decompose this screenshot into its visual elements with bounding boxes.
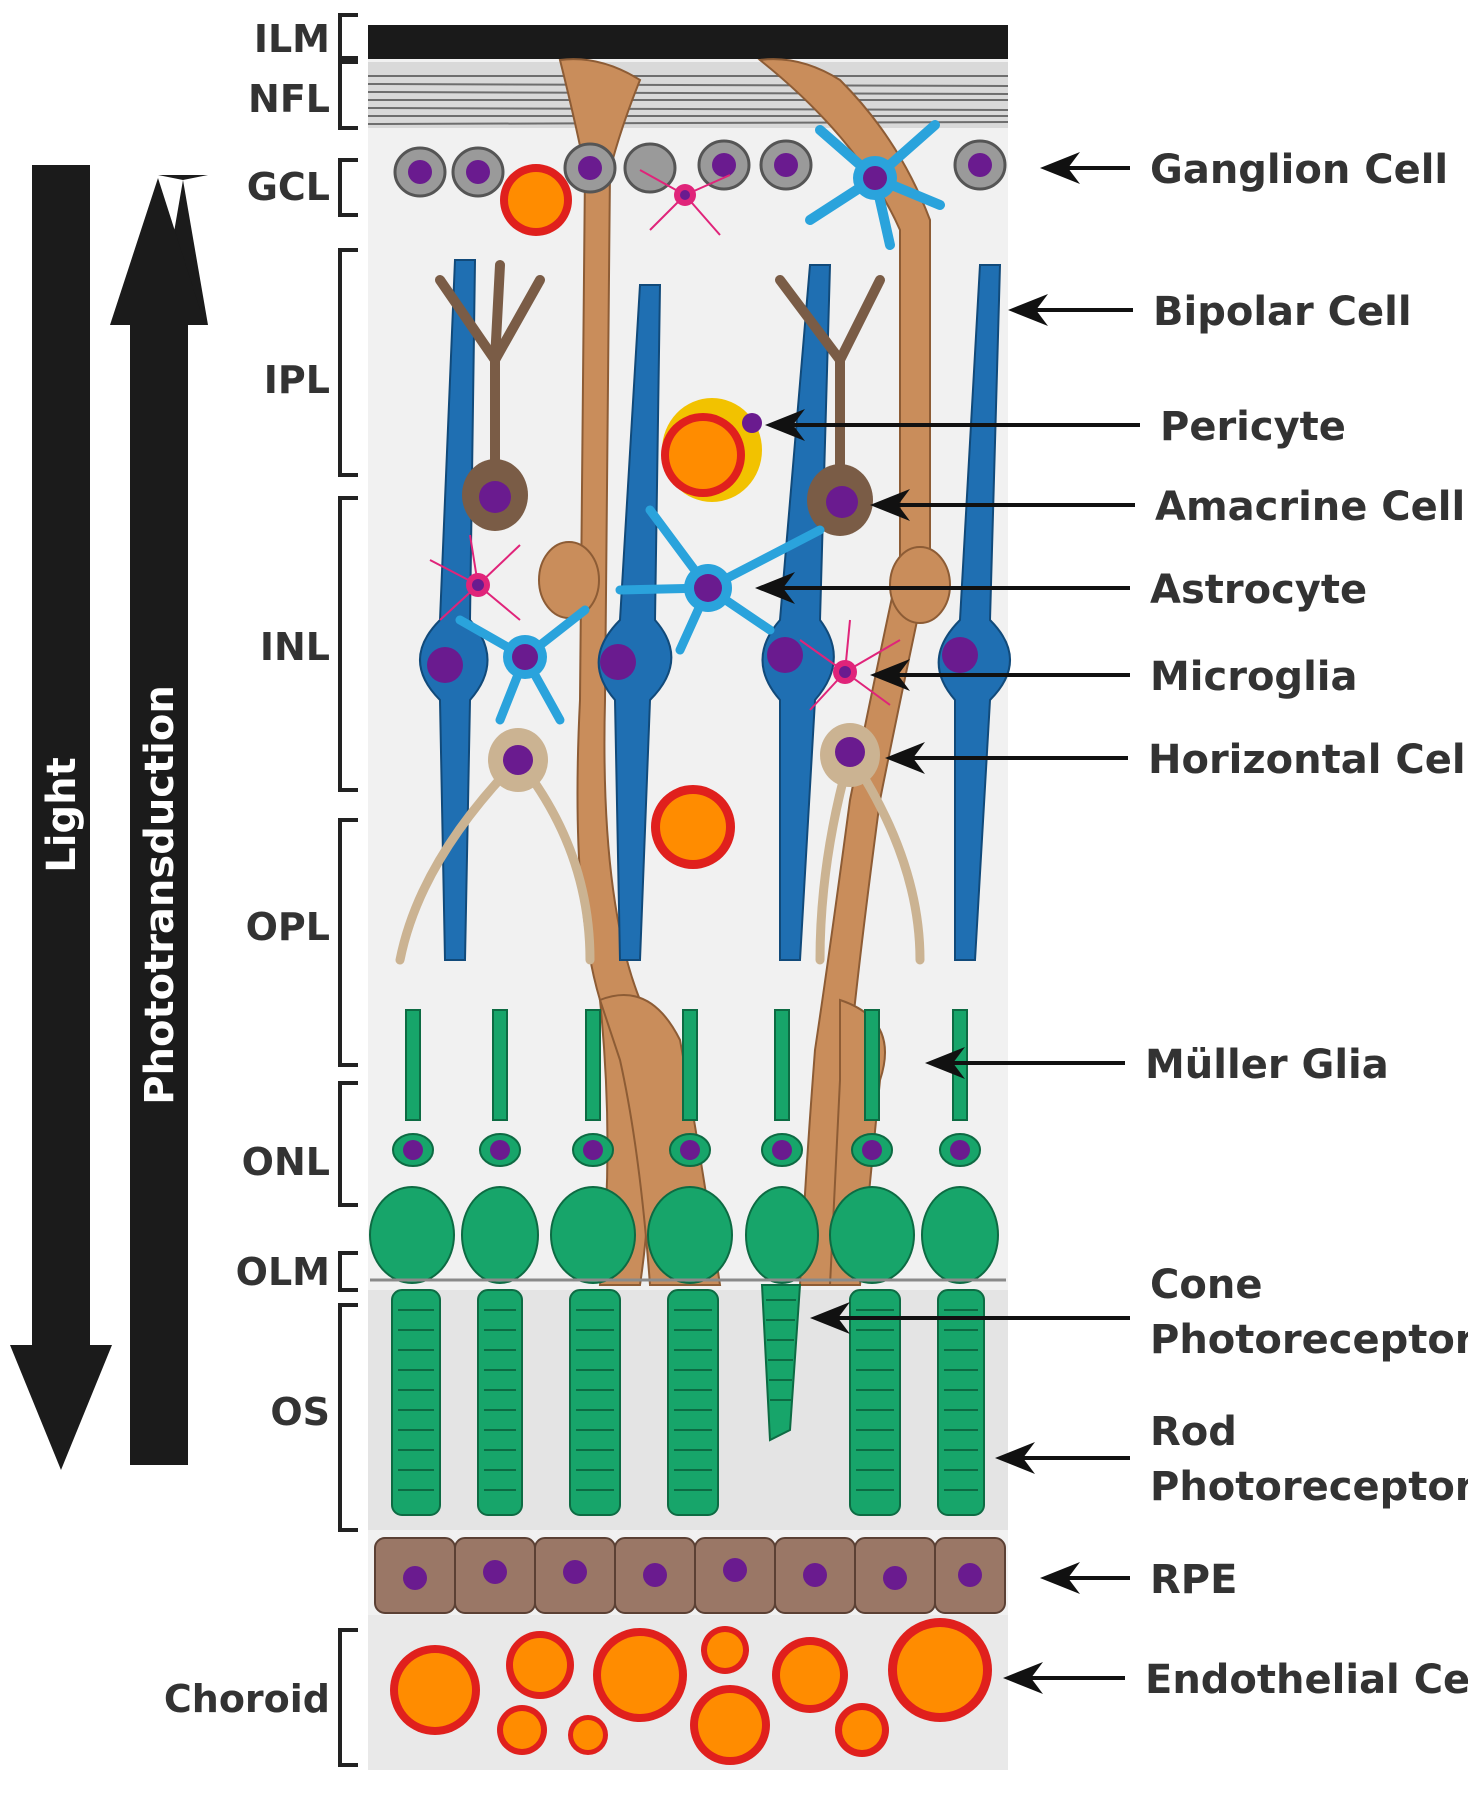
cell-label-horizontal-cell: Horizontal Cell — [1148, 737, 1468, 783]
cell-label-bipolar-cell: Bipolar Cell — [1153, 289, 1412, 335]
layer-bracket-opl — [338, 818, 358, 1067]
pointer-head-horizontal-cell — [885, 742, 925, 774]
cell-label-cone-photoreceptor-line-1: Cone — [1150, 1262, 1262, 1308]
cell-label-cone-photoreceptor-line-2: Photoreceptor — [1150, 1317, 1468, 1363]
pointer-head-endothelial-cell — [1003, 1662, 1043, 1694]
bipolar-nuclei — [427, 637, 978, 683]
layer-label-ilm: ILM — [254, 17, 330, 61]
pointer-head-rpe — [1040, 1562, 1080, 1594]
pointer-head-amacrine-cell — [870, 489, 910, 521]
layer-label-ipl: IPL — [264, 358, 330, 402]
ilm-layer — [368, 25, 1008, 59]
layer-bracket-os — [338, 1303, 358, 1532]
layer-bracket-inl — [338, 496, 358, 792]
photoreceptor-3 — [550, 1009, 636, 1516]
layer-label-nfl: NFL — [248, 77, 330, 121]
layer-label-opl: OPL — [246, 905, 330, 949]
layer-bracket-ipl — [338, 248, 358, 477]
pointer-head-microglia — [870, 659, 910, 691]
photoreceptor-4 — [647, 1009, 733, 1516]
layer-label-inl: INL — [260, 625, 330, 669]
layer-label-gcl: GCL — [247, 165, 330, 209]
microglia-nuclei — [472, 190, 851, 678]
phototransduction-arrow-label: Phototransduction — [137, 685, 183, 1105]
layer-bracket-olm — [338, 1251, 358, 1292]
layer-bracket-choroid — [338, 1628, 358, 1767]
layer-bracket-ilm — [338, 13, 358, 60]
pointer-head-astrocyte — [755, 572, 795, 604]
photoreceptors — [369, 1009, 999, 1516]
layer-label-os: OS — [270, 1390, 330, 1434]
cell-label-endothelial-cell: Endothelial Cell — [1145, 1657, 1468, 1703]
gcl-astrocyte-nucleus — [863, 166, 887, 190]
photoreceptor-2 — [461, 1009, 539, 1516]
pointer-head-pericyte — [765, 409, 805, 441]
pointer-head-rod-photoreceptor — [995, 1442, 1035, 1474]
rpe-layer — [374, 1537, 1006, 1614]
nfl-layer — [367, 62, 1009, 128]
ganglion-nuclei — [408, 153, 992, 184]
pointer-head-bipolar-cell — [1008, 294, 1048, 326]
light-arrow: Light — [10, 165, 112, 1470]
cell-label-microglia: Microglia — [1150, 654, 1357, 700]
phototransduction-arrow: Phototransduction — [110, 175, 208, 1465]
bipolar-cells — [419, 259, 1011, 961]
layer-bracket-nfl — [338, 60, 358, 130]
photoreceptor-disks — [398, 1299, 978, 1491]
layer-bracket-onl — [338, 1081, 358, 1207]
layer-label-onl: ONL — [242, 1140, 330, 1184]
opl-vessel — [651, 785, 735, 869]
cell-label-rod-photoreceptor-line-1: Rod — [1150, 1409, 1237, 1455]
microglia — [429, 169, 901, 711]
choroid-vessels — [390, 1618, 992, 1765]
layer-bracket-gcl — [338, 158, 358, 217]
cell-label-astrocyte: Astrocyte — [1150, 567, 1367, 613]
amacrine-cells — [435, 260, 885, 536]
cell-label-amacrine-cell: Amacrine Cell — [1155, 484, 1465, 530]
photoreceptor-5 — [829, 1009, 915, 1516]
layer-labels: ILM NFL GCL IPL INL OPL ONL OLM OS Choroid — [164, 13, 358, 1767]
cell-label-ganglion-cell: Ganglion Cell — [1150, 147, 1448, 193]
cell-label-rod-photoreceptor-line-2: Photoreceptor — [1150, 1464, 1468, 1510]
photoreceptor-1 — [369, 1009, 455, 1516]
photoreceptor-cone — [745, 1009, 819, 1442]
ipl-vessel — [661, 398, 762, 502]
inl-astrocyte-nucleus-2 — [512, 644, 538, 670]
cell-label-pericyte: Pericyte — [1160, 404, 1346, 450]
cell-label-m-ller-glia: Müller Glia — [1145, 1042, 1389, 1088]
layer-label-olm: OLM — [236, 1250, 330, 1294]
cell-label-rpe: RPE — [1150, 1557, 1237, 1603]
horizontal-cells — [395, 723, 925, 965]
pointer-head-cone-photoreceptor — [810, 1302, 850, 1334]
pointer-head-ganglion-cell — [1040, 152, 1080, 184]
photoreceptor-nuclei — [403, 1140, 970, 1160]
gcl-vessel — [500, 164, 572, 236]
rpe-nuclei — [403, 1558, 982, 1590]
layer-label-choroid: Choroid — [164, 1677, 330, 1721]
light-arrow-label: Light — [39, 757, 85, 872]
inl-astrocyte-nucleus-1 — [694, 574, 722, 602]
pointer-head-m-ller-glia — [925, 1047, 965, 1079]
